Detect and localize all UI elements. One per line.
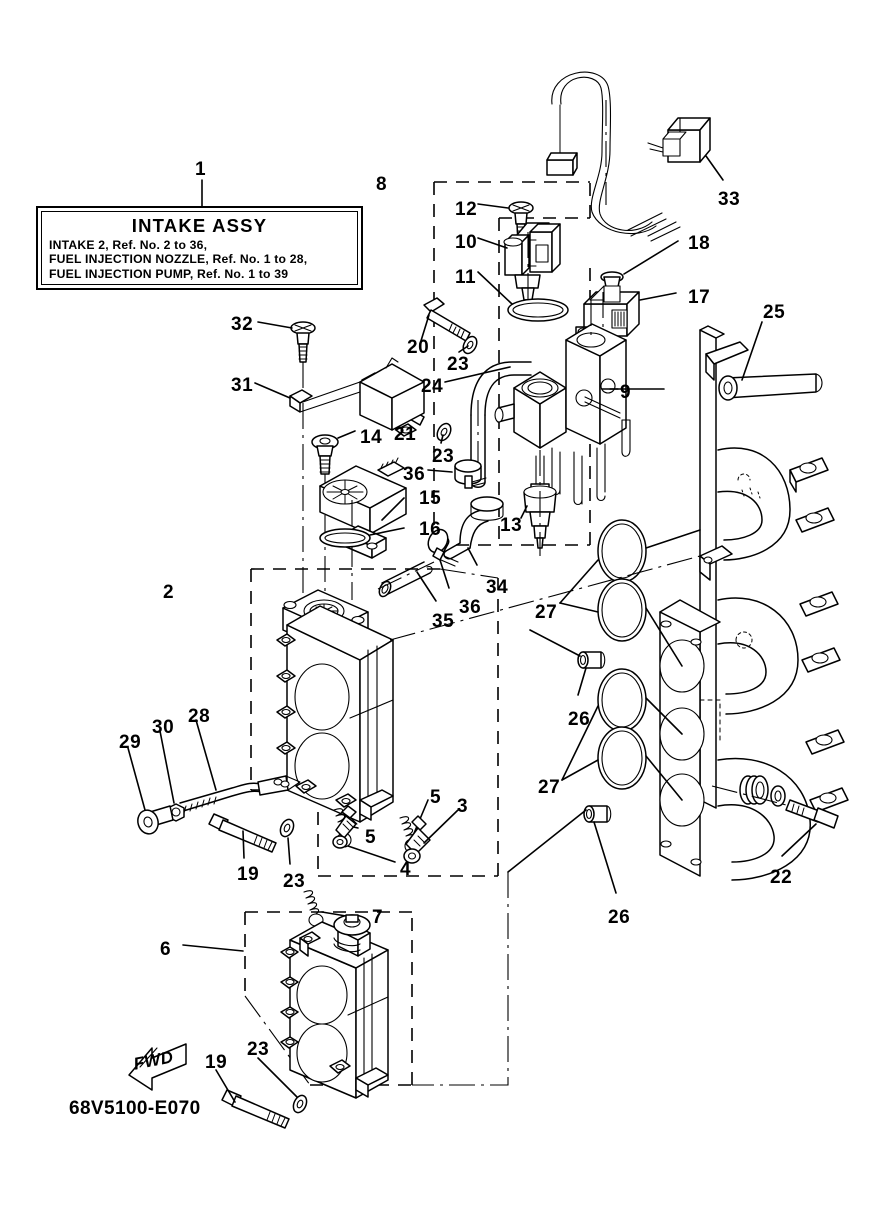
part-36-clamp-a <box>427 459 487 489</box>
part-31-bracket <box>254 357 425 437</box>
callout-title-block-leader-1: 1 <box>195 159 207 180</box>
callout-clamp-36b: 36 <box>459 597 482 618</box>
drawing-code: 68V5100-E070 <box>69 1098 201 1119</box>
part-26-dowel-b <box>507 805 617 894</box>
callout-fuel-injector-10: 10 <box>455 232 478 253</box>
callout-elbow-hose-34: 34 <box>486 577 509 598</box>
part-15-tps <box>319 457 407 600</box>
part-4-screw <box>332 805 396 863</box>
callout-spring-5: 5 <box>430 787 442 808</box>
part-32-screw <box>257 321 316 790</box>
part-16-o-ring <box>319 527 405 548</box>
part-19-bolt-b <box>215 1069 290 1129</box>
part-2-throttle-body <box>276 589 394 823</box>
title-heading: INTAKE ASSY <box>131 215 268 236</box>
callout-spring-5b: 5 <box>365 827 377 848</box>
callout-bolt-19b: 19 <box>205 1052 228 1073</box>
part-23-washer-d <box>257 1057 308 1114</box>
part-23-washer-a <box>458 335 478 355</box>
callout-bolt-18: 18 <box>688 233 711 254</box>
callout-hose-24: 24 <box>421 376 444 397</box>
callout-bolt-21: 21 <box>394 424 417 445</box>
callout-bolt-20: 20 <box>407 337 430 358</box>
callout-intake-manifold-25: 25 <box>763 302 786 323</box>
title-block: INTAKE ASSY INTAKE 2, Ref. No. 2 to 36, … <box>36 206 363 290</box>
part-36-clamp-b <box>427 528 459 589</box>
part-29-ball-joint <box>127 747 174 835</box>
callout-throttle-body-assembly-upper-2: 2 <box>163 582 175 603</box>
callout-o-ring-11: 11 <box>455 267 477 288</box>
part-34-elbow-hose <box>443 496 504 566</box>
callout-clamp-36: 36 <box>403 464 426 485</box>
part-25-intake-manifold <box>659 321 849 881</box>
callout-o-ring-16: 16 <box>419 519 442 540</box>
callout-washer-23: 23 <box>447 354 470 375</box>
part-13-regulator <box>520 450 557 556</box>
callout-dowel-pin-26: 26 <box>568 709 591 730</box>
title-line-1: INTAKE 2, Ref. No. 2 to 36, <box>49 238 208 252</box>
callout-nut-30: 30 <box>152 717 175 738</box>
callout-injector-group-boundary-8: 8 <box>376 174 388 195</box>
callout-throttle-body-assembly-lower-6: 6 <box>160 939 172 960</box>
part-23-washer-c <box>279 818 295 865</box>
part-23-washer-b <box>436 422 452 444</box>
part-10-fuel-injector <box>477 222 561 320</box>
callout-wire-harness-connector-33: 33 <box>718 189 741 210</box>
part-28-link-rod <box>179 719 301 814</box>
part-27-gaskets-lower <box>561 668 683 801</box>
assembly-connection-lines <box>389 555 701 1086</box>
callout-washer-23c: 23 <box>283 871 306 892</box>
callout-bracket-31: 31 <box>231 375 254 396</box>
callout-spring-7: 7 <box>372 907 384 928</box>
title-line-3: FUEL INJECTION PUMP, Ref. No. 1 to 39 <box>49 266 289 281</box>
callout-pipe-35: 35 <box>432 611 455 632</box>
callout-screw-4: 4 <box>400 859 412 880</box>
callout-screw-14: 14 <box>360 427 383 448</box>
callout-intake-air-pressure-sensor-17: 17 <box>688 287 711 308</box>
part-9-fuel-rail <box>494 300 665 506</box>
part-11-o-ring <box>477 271 569 322</box>
part-26-dowel-a <box>529 629 606 696</box>
fwd-arrow <box>128 1043 187 1091</box>
wire-harness-33 <box>546 71 724 242</box>
callout-washer-23d: 23 <box>247 1039 270 1060</box>
part-27-gaskets-upper <box>559 519 701 667</box>
part-17-sensor <box>575 285 677 356</box>
callout-fuel-rail-9: 9 <box>620 382 632 403</box>
callout-screw-12: 12 <box>455 199 478 220</box>
callout-bolt-22: 22 <box>770 867 793 888</box>
callout-ball-joint-29: 29 <box>119 732 142 753</box>
part-35-pipe <box>377 561 437 602</box>
part-22-bolt <box>711 775 839 857</box>
part-6-throttle-body <box>182 914 389 1099</box>
part-19-bolt-a <box>208 813 277 859</box>
callout-screw-32: 32 <box>231 314 254 335</box>
part-30-nut <box>159 730 185 822</box>
callout-washer-23b: 23 <box>432 446 455 467</box>
callout-throttle-position-sensor-15: 15 <box>419 488 442 509</box>
callout-gasket-27: 27 <box>535 602 558 623</box>
callout-bolt-19: 19 <box>237 864 260 885</box>
callout-dowel-pin-26b: 26 <box>608 907 631 928</box>
part-3-screw <box>403 809 459 864</box>
callout-gasket-27b: 27 <box>538 777 561 798</box>
title-line-2: FUEL INJECTION NOZZLE, Ref. No. 1 to 28, <box>49 252 308 267</box>
callout-pressure-regulator-13: 13 <box>500 515 523 536</box>
callout-screw-3: 3 <box>457 796 469 817</box>
callout-link-rod-28: 28 <box>188 706 211 727</box>
